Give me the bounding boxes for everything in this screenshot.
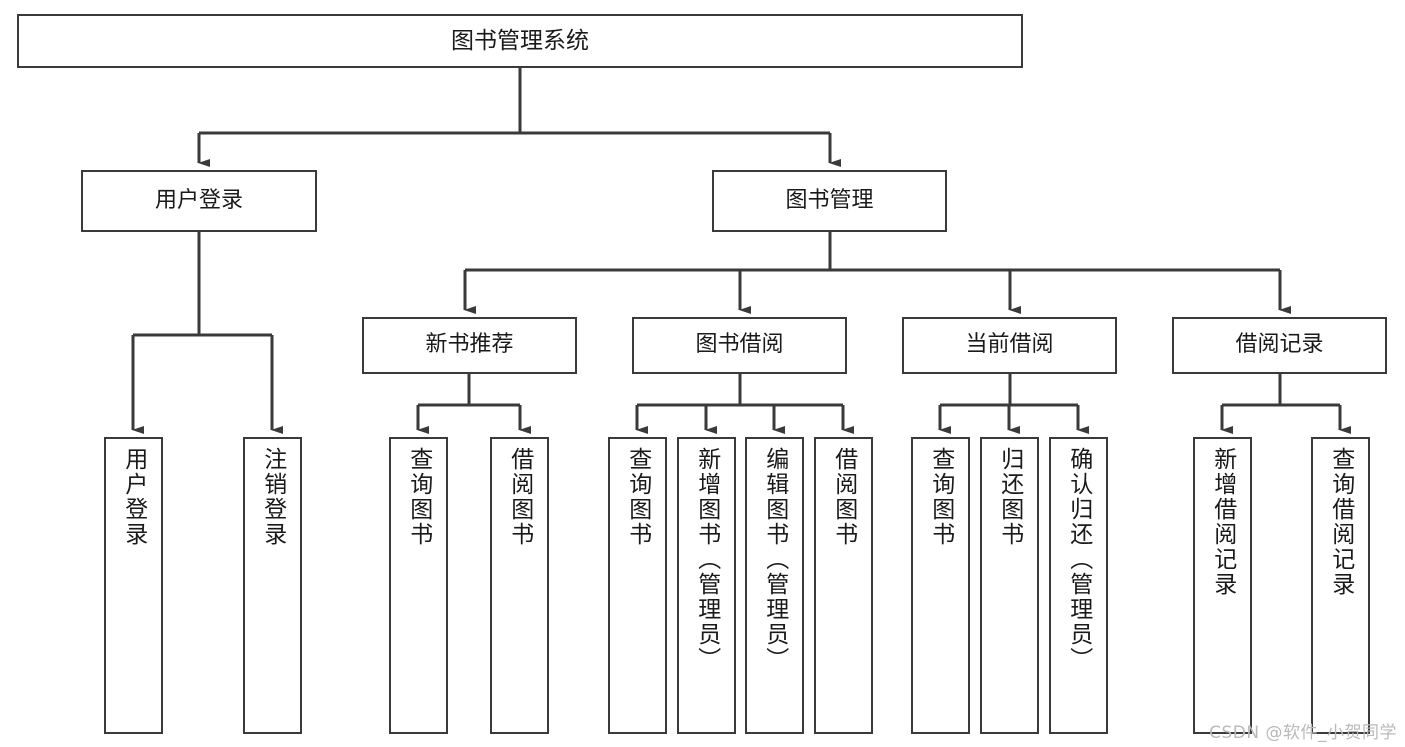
node-label: 新增图书（管理员）	[693, 447, 720, 672]
node-label: 当前借阅	[965, 332, 1054, 358]
node-label: 图书管理	[785, 187, 874, 213]
node-leaf-edit-book[interactable]: 编辑图书（管理员）	[745, 437, 804, 734]
node-leaf-borrow-book[interactable]: 借阅图书	[814, 437, 873, 734]
node-book-manage[interactable]: 图书管理	[712, 170, 947, 232]
node-label: 归还图书	[996, 447, 1023, 547]
node-book-borrow[interactable]: 图书借阅	[632, 317, 847, 374]
node-borrow-record[interactable]: 借阅记录	[1172, 317, 1387, 374]
node-leaf-query-book-borrow[interactable]: 查询图书	[608, 437, 667, 734]
node-label: 借阅图书	[506, 447, 533, 547]
node-user-login[interactable]: 用户登录	[81, 170, 317, 232]
node-label: 借阅记录	[1235, 332, 1324, 358]
node-label: 确认归还（管理员）	[1065, 447, 1092, 672]
node-leaf-add-book[interactable]: 新增图书（管理员）	[677, 437, 736, 734]
node-label: 用户登录	[120, 447, 147, 547]
node-root-system[interactable]: 图书管理系统	[17, 14, 1023, 68]
node-label: 查询借阅记录	[1327, 447, 1354, 597]
node-label: 新书推荐	[425, 332, 514, 358]
node-label: 查询图书	[927, 447, 954, 547]
node-leaf-add-record[interactable]: 新增借阅记录	[1193, 437, 1252, 734]
node-label: 图书借阅	[695, 332, 784, 358]
node-label: 查询图书	[624, 447, 651, 547]
node-label: 新增借阅记录	[1209, 447, 1236, 597]
node-leaf-confirm-return[interactable]: 确认归还（管理员）	[1049, 437, 1108, 734]
node-current-borrow[interactable]: 当前借阅	[902, 317, 1117, 374]
node-leaf-query-book-new[interactable]: 查询图书	[389, 437, 448, 734]
node-label: 注销登录	[259, 447, 286, 547]
node-new-book-recommend[interactable]: 新书推荐	[362, 317, 577, 374]
node-label: 借阅图书	[830, 447, 857, 547]
node-leaf-user-login[interactable]: 用户登录	[104, 437, 163, 734]
node-leaf-borrow-book-new[interactable]: 借阅图书	[490, 437, 549, 734]
node-label: 编辑图书（管理员）	[761, 447, 788, 672]
node-label: 查询图书	[405, 447, 432, 547]
node-leaf-query-record[interactable]: 查询借阅记录	[1311, 437, 1370, 734]
node-leaf-query-book-current[interactable]: 查询图书	[911, 437, 970, 734]
node-leaf-return-book[interactable]: 归还图书	[980, 437, 1039, 734]
node-leaf-logout[interactable]: 注销登录	[243, 437, 302, 734]
csdn-watermark: CSDN @软件_小贺同学	[1209, 723, 1397, 743]
node-label: 用户登录	[154, 187, 243, 213]
node-label: 图书管理系统	[451, 27, 589, 54]
